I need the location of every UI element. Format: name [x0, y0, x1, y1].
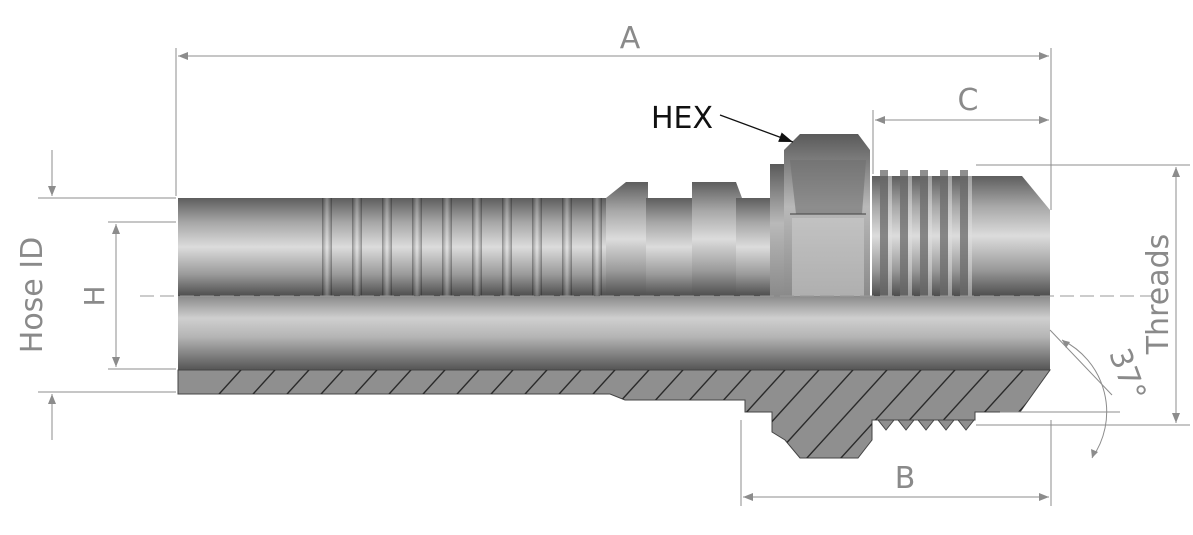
thread-crest: [960, 170, 968, 296]
label-c: C: [958, 83, 979, 118]
barb-rib: [562, 198, 572, 296]
dimension-b: [740, 420, 1052, 506]
thread-crest: [900, 170, 908, 296]
dimension-angle: [1000, 329, 1120, 459]
hatch-line: [829, 370, 931, 458]
label-hose-id: Hose ID: [15, 237, 50, 353]
hex-leader: [719, 114, 794, 143]
dimension-threads: [976, 164, 1190, 426]
dimension-h: [108, 221, 176, 370]
fitting-bore: [178, 296, 1050, 370]
label-a: A: [620, 21, 641, 56]
section-thread-tooth: [896, 419, 916, 431]
section-thread-tooth: [936, 419, 956, 431]
dimension-a: [175, 48, 1052, 210]
hatch-line: [795, 370, 897, 458]
section-thread-tooth: [956, 419, 976, 431]
thread-crest: [920, 170, 928, 296]
label-b: B: [895, 461, 916, 496]
label-threads: Threads: [1141, 234, 1176, 356]
fitting-cross-section: [177, 369, 1051, 459]
thread-crest: [880, 170, 888, 296]
thread-highlight: [948, 176, 952, 296]
label-h: H: [78, 285, 111, 306]
barb-rib: [472, 198, 482, 296]
label-hex: HEX: [651, 101, 713, 136]
barb-rib: [382, 198, 392, 296]
barb-rib: [442, 198, 452, 296]
thread-highlight: [968, 176, 972, 296]
fitting-exterior: [178, 134, 1050, 296]
thread-highlight: [908, 176, 912, 296]
section-thread-teeth: [876, 419, 976, 431]
dimension-hose-id: [38, 150, 176, 440]
barb-rib: [352, 198, 362, 296]
thread-highlight: [928, 176, 932, 296]
barb-rib: [502, 198, 512, 296]
thread-highlight: [888, 176, 892, 296]
section-thread-tooth: [916, 419, 936, 431]
barb-rib: [412, 198, 422, 296]
barb-ribs: [322, 198, 602, 296]
thread-crests: [880, 170, 972, 296]
barb-rib: [532, 198, 542, 296]
dimension-c: [872, 110, 1049, 174]
barb-rib: [322, 198, 332, 296]
barb-rib: [592, 198, 602, 296]
thread-crest: [940, 170, 948, 296]
section-thread-tooth: [876, 419, 896, 431]
